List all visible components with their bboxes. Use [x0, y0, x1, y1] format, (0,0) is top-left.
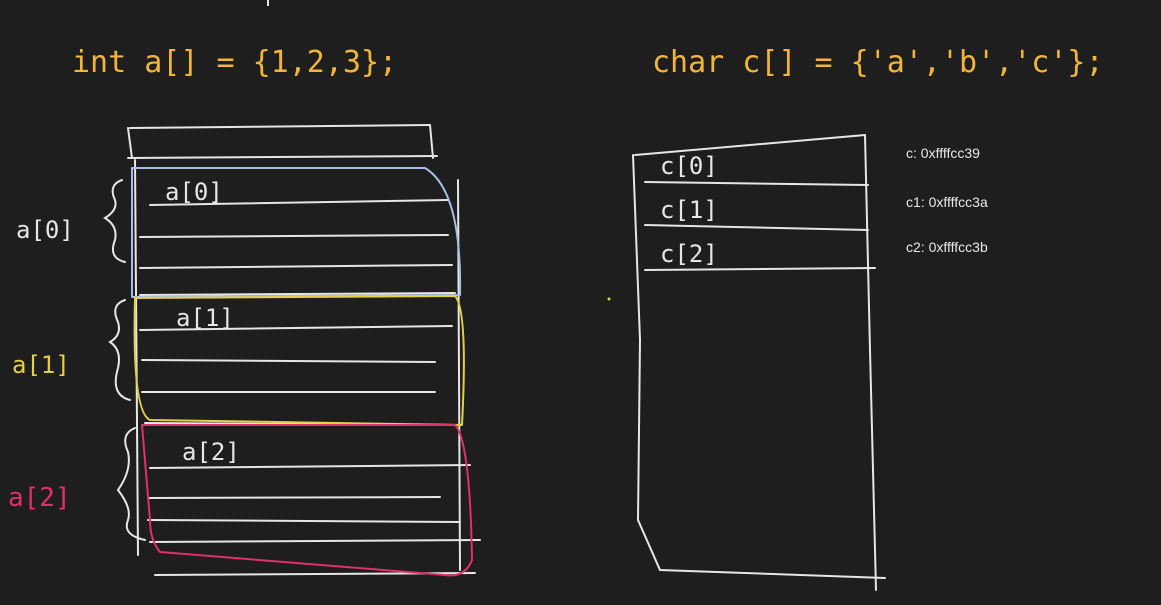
int-cell-label-0: a[0]	[165, 178, 223, 206]
char-cell-label-1: c[1]	[660, 196, 718, 224]
char-array-memory-block	[632, 134, 886, 591]
group-outline-a1	[133, 295, 465, 426]
char-cell-label-0: c[0]	[660, 152, 718, 180]
int-array-declaration: int a[] = {1,2,3};	[72, 45, 397, 80]
int-side-label-0: a[0]	[16, 216, 74, 244]
group-outline-a0	[131, 167, 462, 298]
int-array-memory-block	[103, 124, 481, 576]
address-c1: c1: 0xffffcc3a	[906, 194, 988, 210]
int-side-label-2: a[2]	[8, 483, 71, 513]
int-cell-label-2: a[2]	[182, 438, 240, 466]
address-c: c: 0xffffcc39	[906, 145, 980, 161]
char-cell-label-2: c[2]	[660, 240, 718, 268]
char-array-declaration: char c[] = {'a','b','c'};	[652, 45, 1104, 80]
int-side-label-1: a[1]	[12, 351, 70, 379]
group-outline-a2	[141, 424, 473, 577]
int-cell-label-1: a[1]	[176, 304, 234, 332]
address-c2: c2: 0xffffcc3b	[906, 239, 988, 255]
stray-dot	[607, 297, 611, 301]
